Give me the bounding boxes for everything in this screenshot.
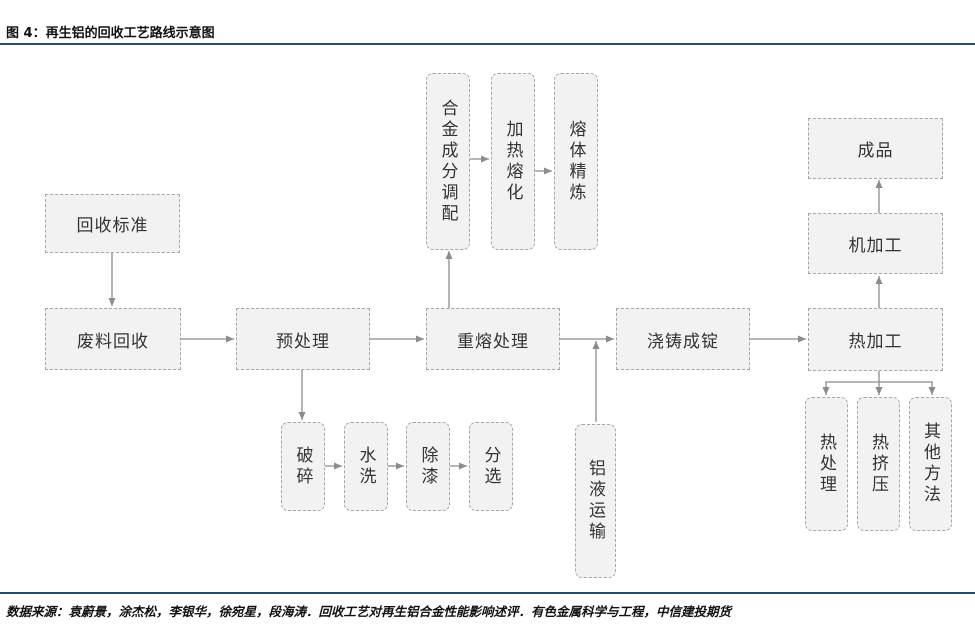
node-heat-melt: 加热熔化 (491, 73, 535, 250)
node-extrude-label: 热挤压 (868, 432, 888, 496)
node-refine-label: 熔体精炼 (565, 119, 586, 204)
node-wash: 水洗 (344, 422, 388, 511)
node-crush-label: 破碎 (292, 445, 313, 488)
node-hot-work-label: 热加工 (848, 332, 903, 352)
node-pretreat: 预处理 (236, 308, 370, 370)
node-heat-treat-label: 热处理 (816, 432, 836, 496)
node-standard-label: 回收标准 (76, 216, 149, 236)
node-pretreat-label: 预处理 (276, 331, 330, 352)
node-heat-melt-label: 加热熔化 (502, 119, 523, 204)
node-other-label: 其他方法 (920, 422, 940, 506)
node-sort-label: 分选 (480, 445, 501, 488)
source-note: 数据来源：袁蔚景，涂杰松，李银华，徐宛星，段海涛．回收工艺对再生铝合金性能影响述… (6, 604, 732, 619)
node-depaint-label: 除漆 (417, 445, 438, 488)
node-refine: 熔体精炼 (554, 73, 598, 250)
figure-title: 图 4：再生铝的回收工艺路线示意图 (6, 26, 215, 41)
node-remelt: 重熔处理 (426, 308, 560, 370)
node-standard: 回收标准 (45, 194, 180, 253)
node-sort: 分选 (469, 422, 513, 511)
node-product: 成品 (808, 118, 943, 179)
node-depaint: 除漆 (406, 422, 450, 511)
node-extrude: 热挤压 (857, 397, 900, 531)
node-hot-work: 热加工 (808, 308, 943, 371)
node-scrap-label: 废料回收 (77, 331, 149, 352)
node-transport: 铝液运输 (575, 424, 616, 578)
top-rule (0, 43, 975, 45)
node-machining: 机加工 (808, 213, 943, 274)
node-heat-treat: 热处理 (805, 397, 848, 531)
node-casting-label: 浇铸成锭 (647, 331, 719, 352)
node-wash-label: 水洗 (355, 445, 376, 488)
node-transport-label: 铝液运输 (585, 459, 605, 543)
node-casting: 浇铸成锭 (616, 308, 750, 370)
arrow-hotwork-heattreat (822, 381, 879, 395)
node-machining-label: 机加工 (848, 236, 903, 256)
node-other: 其他方法 (909, 397, 952, 531)
arrow-hotwork-other (879, 381, 936, 395)
node-alloy: 合金成分调配 (426, 73, 470, 250)
node-crush: 破碎 (281, 422, 325, 511)
node-product-label: 成品 (857, 141, 894, 161)
bottom-rule (0, 592, 975, 594)
node-remelt-label: 重熔处理 (457, 331, 529, 352)
node-scrap: 废料回收 (45, 308, 181, 370)
node-alloy-label: 合金成分调配 (437, 98, 458, 225)
